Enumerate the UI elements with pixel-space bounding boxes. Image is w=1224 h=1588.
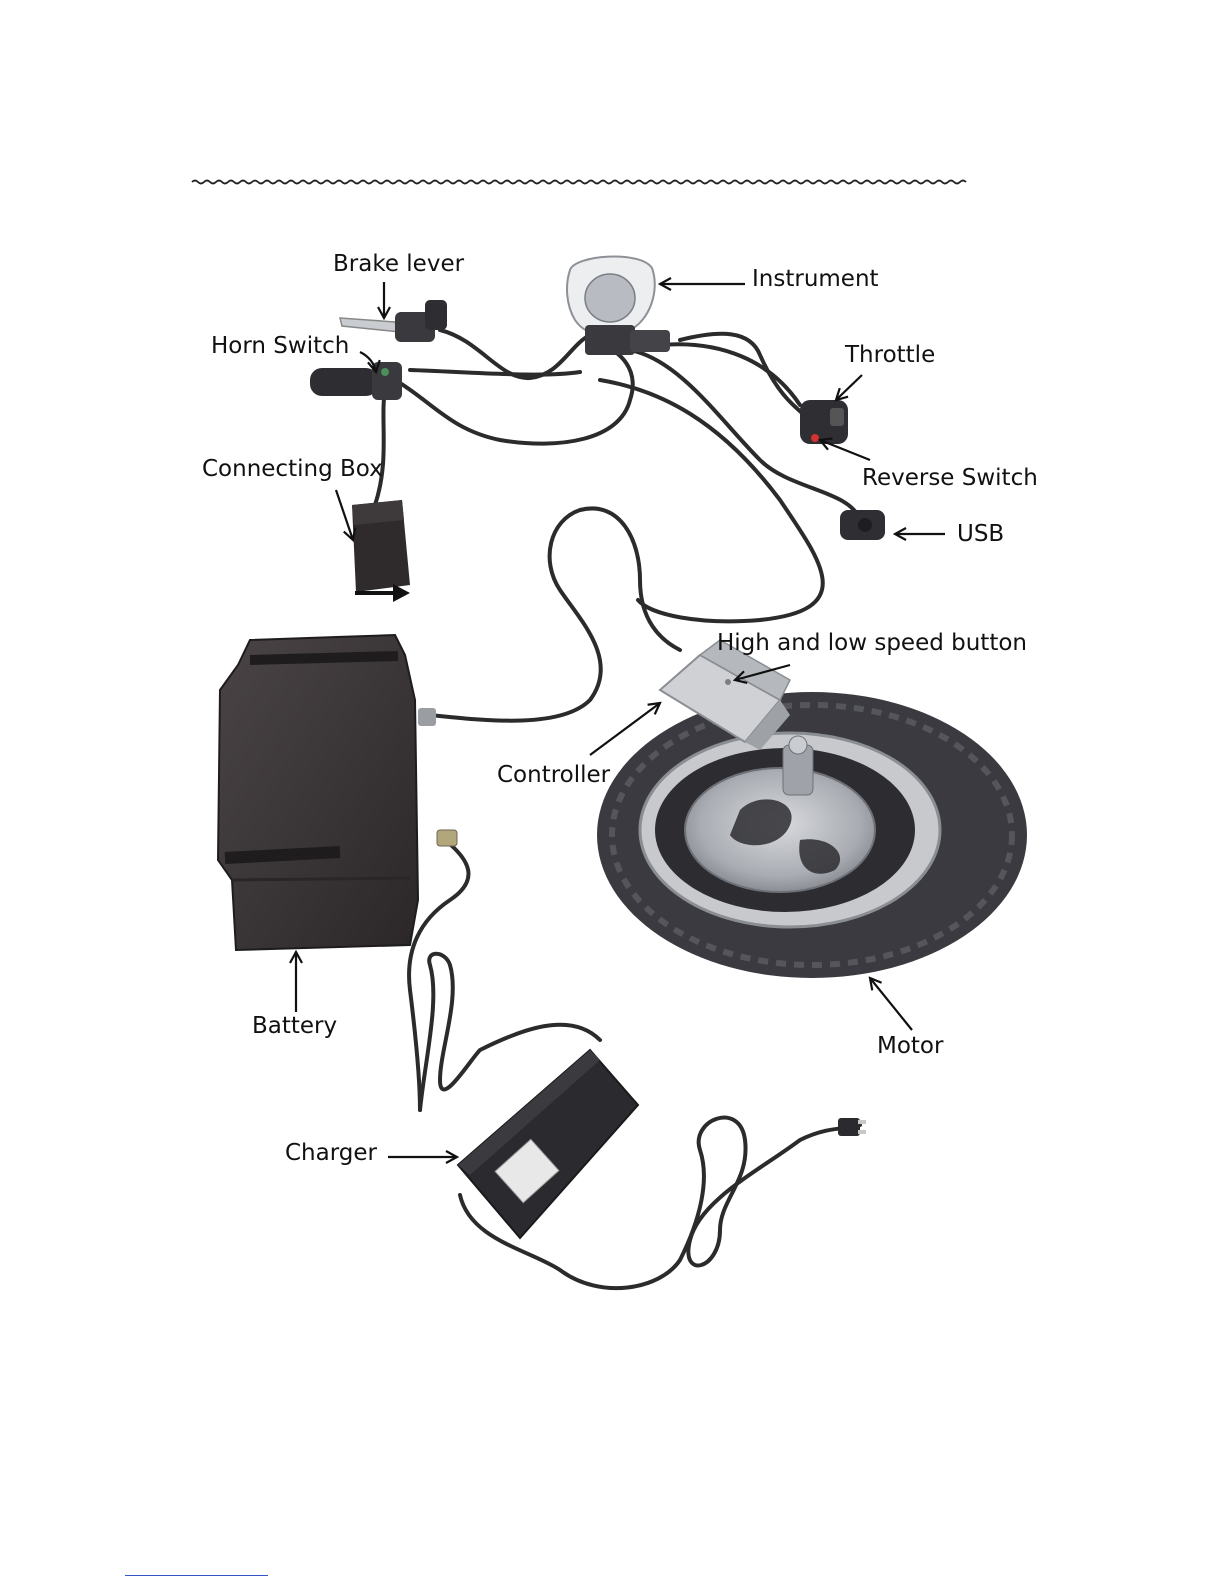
label-brake-lever: Brake lever xyxy=(333,253,464,276)
arrow-reverse-switch xyxy=(820,440,870,460)
arrow-connecting-box xyxy=(336,490,353,540)
arrow-motor xyxy=(870,978,912,1030)
label-horn-switch: Horn Switch xyxy=(211,335,349,358)
hub-motor-wheel xyxy=(597,692,1027,978)
battery-pack xyxy=(218,635,436,950)
footnote-rule xyxy=(125,1575,268,1576)
mains-plug xyxy=(838,1118,866,1136)
brake-lever xyxy=(340,300,447,342)
connecting-box xyxy=(352,500,410,592)
label-controller: Controller xyxy=(497,764,610,787)
label-high-low-speed-button: High and low speed button xyxy=(717,632,1027,655)
label-throttle: Throttle xyxy=(845,344,935,367)
horn-switch-grip xyxy=(310,362,402,400)
usb-port xyxy=(840,510,885,540)
arrow-throttle xyxy=(836,375,862,400)
label-reverse-switch: Reverse Switch xyxy=(862,467,1038,490)
label-connecting-box: Connecting Box xyxy=(202,458,383,481)
label-battery: Battery xyxy=(252,1015,337,1038)
label-motor: Motor xyxy=(877,1035,943,1058)
header-wavy-rule xyxy=(192,181,966,184)
label-usb: USB xyxy=(957,523,1004,546)
charge-connector xyxy=(437,830,457,846)
throttle-unit xyxy=(800,400,848,444)
charger-unit xyxy=(458,1050,638,1238)
label-instrument: Instrument xyxy=(752,268,879,291)
label-charger: Charger xyxy=(285,1142,377,1165)
